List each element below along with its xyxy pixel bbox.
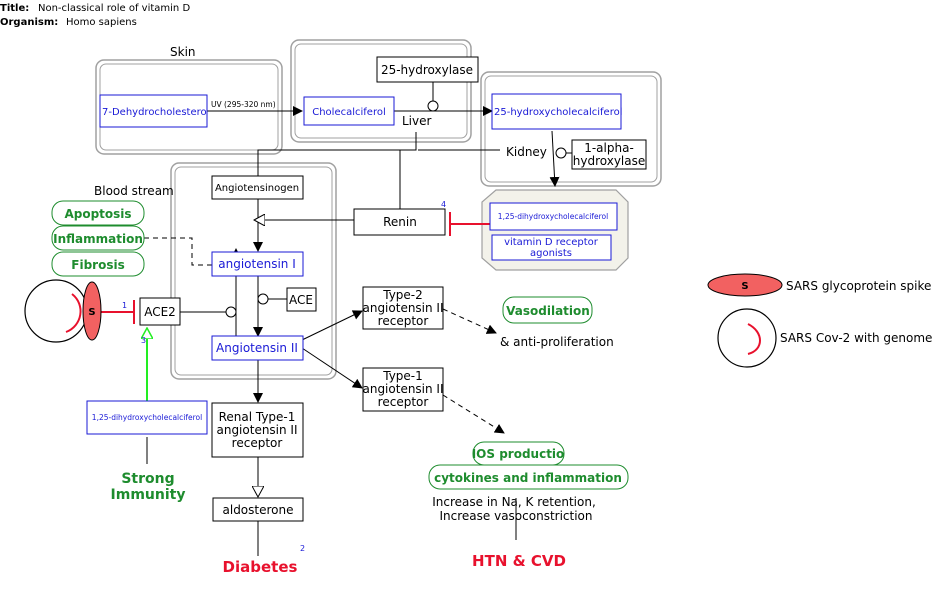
phenotype-ros-production[interactable]: IOS productio xyxy=(472,441,565,466)
ref-1: 1 xyxy=(122,301,127,310)
node-ace2[interactable]: ACE2 xyxy=(139,297,181,326)
svg-text:receptor: receptor xyxy=(378,395,429,409)
strong-immunity-line1: Strong xyxy=(121,471,174,487)
htn-cvd-label: HTN & CVD xyxy=(472,552,566,570)
strong-immunity-line2: Immunity xyxy=(111,487,186,503)
svg-text:cytokines and inflammation: cytokines and inflammation xyxy=(434,471,622,485)
svg-text:angiotensin II: angiotensin II xyxy=(362,301,443,315)
increase-na-k-label: Increase in Na, K retention, xyxy=(432,495,596,509)
node-type1-receptor[interactable]: Type-1 angiotensin II receptor xyxy=(362,367,444,412)
svg-text:25-hydroxylase: 25-hydroxylase xyxy=(381,63,473,77)
svg-text:receptor: receptor xyxy=(232,436,283,450)
svg-text:angiotensin II: angiotensin II xyxy=(216,423,297,437)
phenotype-inflammation[interactable]: Inflammation xyxy=(51,225,145,251)
node-angiotensin-i[interactable]: angiotensin I xyxy=(211,251,304,277)
svg-text:Inflammation: Inflammation xyxy=(53,232,143,246)
vasoconstriction-label: Increase vasoconstriction xyxy=(440,509,593,523)
svg-text:25-hydroxycholecalciferol: 25-hydroxycholecalciferol xyxy=(494,107,623,118)
svg-text:hydroxylase: hydroxylase xyxy=(573,154,646,168)
svg-text:1,25-dihydroxycholecalciferol: 1,25-dihydroxycholecalciferol xyxy=(498,212,608,221)
ref-3: 3 xyxy=(141,336,146,345)
diabetes-label: Diabetes xyxy=(223,558,298,576)
svg-text:Type-1: Type-1 xyxy=(382,369,423,383)
node-1-alpha-hydroxylase[interactable]: 1-alpha- hydroxylase xyxy=(571,139,647,170)
phenotype-apoptosis[interactable]: Apoptosis xyxy=(51,200,145,226)
svg-text:receptor: receptor xyxy=(378,314,429,328)
node-125-dihydroxycholecalciferol-left[interactable]: 1,25-dihydroxycholecalciferol xyxy=(86,400,208,435)
liver-label: Liver xyxy=(402,114,432,128)
ref-4: 4 xyxy=(441,200,446,209)
svg-text:IOS productio: IOS productio xyxy=(472,447,565,461)
legend-virus: SARS Cov-2 with genome xyxy=(717,308,932,368)
svg-text:Renal Type-1: Renal Type-1 xyxy=(219,410,296,424)
svg-text:Cholecalciferol: Cholecalciferol xyxy=(312,107,386,118)
svg-text:7-Dehydrocholestero: 7-Dehydrocholestero xyxy=(102,107,207,118)
node-aldosterone[interactable]: aldosterone xyxy=(212,497,304,522)
svg-text:1,25-dihydroxycholecalciferol: 1,25-dihydroxycholecalciferol xyxy=(92,413,202,422)
node-renal-type1-receptor[interactable]: Renal Type-1 angiotensin II receptor xyxy=(211,402,304,458)
kidney-label: Kidney xyxy=(506,145,547,159)
svg-text:Angiotensinogen: Angiotensinogen xyxy=(215,183,299,194)
compartments xyxy=(95,39,662,380)
phenotype-cytokines[interactable]: cytokines and inflammation xyxy=(428,464,629,490)
blood-stream-label: Blood stream xyxy=(94,184,174,198)
svg-text:Renin: Renin xyxy=(383,215,417,229)
svg-text:Apoptosis: Apoptosis xyxy=(64,207,131,221)
node-7-dehydrocholesterol[interactable]: 7-Dehydrocholestero xyxy=(99,94,208,128)
organism-label: Organism: xyxy=(0,17,58,28)
svg-text:Fibrosis: Fibrosis xyxy=(71,258,124,272)
anti-proliferation-label: & anti-proliferation xyxy=(500,335,614,349)
node-renin[interactable]: Renin xyxy=(353,208,446,236)
svg-text:1-alpha-: 1-alpha- xyxy=(584,141,634,155)
legend-spike-label: SARS glycoprotein spike xyxy=(786,279,931,293)
svg-text:angiotensin I: angiotensin I xyxy=(218,257,296,271)
ref-2: 2 xyxy=(300,544,305,553)
skin-label: Skin xyxy=(170,45,196,59)
node-angiotensinogen[interactable]: Angiotensinogen xyxy=(211,175,304,200)
sars-cov2-virus[interactable]: S xyxy=(24,279,102,343)
svg-text:ACE2: ACE2 xyxy=(144,305,176,319)
legend-spike: S SARS glycoprotein spike xyxy=(707,273,931,297)
node-type2-receptor[interactable]: Type-2 angiotensin II receptor xyxy=(362,286,444,330)
inhibitions xyxy=(100,212,490,324)
phenotype-fibrosis[interactable]: Fibrosis xyxy=(51,251,145,277)
node-angiotensin-ii[interactable]: Angiotensin II xyxy=(211,335,304,361)
header: Title: Non-classical role of vitamin D O… xyxy=(0,3,190,28)
node-25-hydroxylase[interactable]: 25-hydroxylase xyxy=(376,56,479,83)
node-ace[interactable]: ACE xyxy=(286,287,317,312)
title-value: Non-classical role of vitamin D xyxy=(38,3,190,14)
svg-text:S: S xyxy=(741,281,748,292)
svg-text:vitamin D receptor: vitamin D receptor xyxy=(504,237,599,248)
organism-value: Homo sapiens xyxy=(66,17,137,28)
legend-virus-label: SARS Cov-2 with genome xyxy=(780,331,932,345)
spike-letter: S xyxy=(88,307,95,318)
svg-text:Angiotensin II: Angiotensin II xyxy=(216,341,298,355)
phenotype-vasodilation[interactable]: Vasodilation xyxy=(502,296,593,324)
svg-text:agonists: agonists xyxy=(530,248,572,259)
edges xyxy=(144,82,572,556)
node-25-hydroxycholecalciferol[interactable]: 25-hydroxycholecalciferol xyxy=(491,93,623,130)
svg-text:Type-2: Type-2 xyxy=(382,288,423,302)
svg-text:ACE: ACE xyxy=(289,293,313,307)
svg-text:aldosterone: aldosterone xyxy=(223,503,294,517)
node-cholecalciferol[interactable]: Cholecalciferol xyxy=(303,96,395,126)
legend: S SARS glycoprotein spike SARS Cov-2 wit… xyxy=(707,273,932,368)
svg-text:angiotensin II: angiotensin II xyxy=(362,382,443,396)
node-125-dihydroxycholecalciferol-top[interactable]: 1,25-dihydroxycholecalciferol xyxy=(489,202,618,231)
node-vdr-agonists[interactable]: vitamin D receptor agonists xyxy=(491,234,612,261)
svg-text:Vasodilation: Vasodilation xyxy=(506,304,590,318)
uv-label: UV (295-320 nm) xyxy=(211,100,276,109)
title-label: Title: xyxy=(0,3,29,14)
